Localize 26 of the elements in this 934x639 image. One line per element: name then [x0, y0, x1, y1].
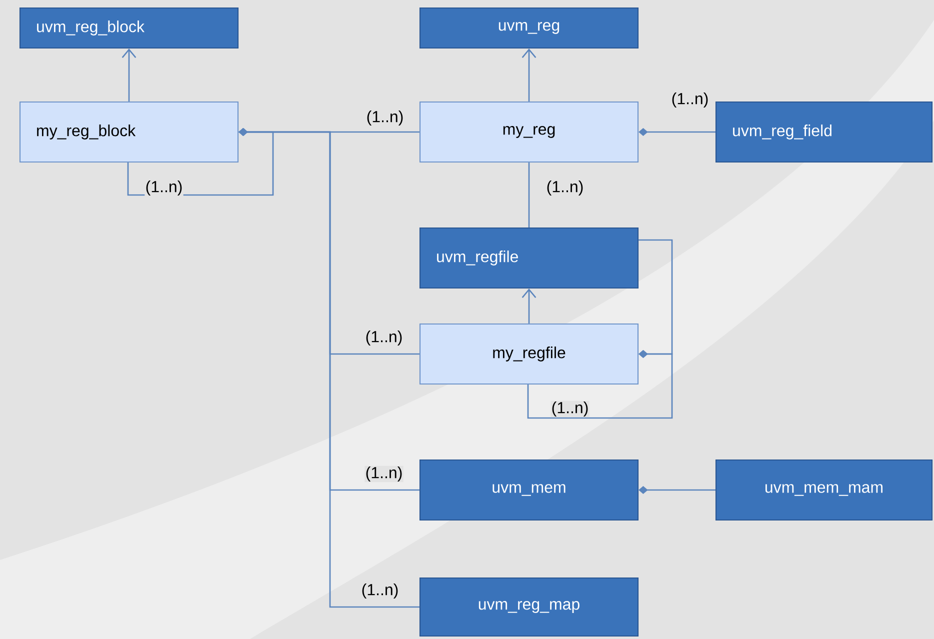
- class-box: my_reg_block: [19, 101, 239, 163]
- connector: [522, 288, 536, 324]
- class-box: uvm_regfile: [419, 227, 639, 289]
- connector: [528, 162, 530, 228]
- class-box: uvm_reg_block: [19, 7, 239, 49]
- edge-label: (1..n): [364, 330, 404, 346]
- connector: [522, 48, 536, 102]
- class-box: uvm_mem_mam: [715, 459, 933, 521]
- class-box: uvm_reg_map: [419, 577, 639, 637]
- edge-label: (1..n): [364, 466, 404, 482]
- class-box: my_regfile: [419, 323, 639, 385]
- edge-label: (1..n): [144, 180, 184, 196]
- edge-label: (1..n): [550, 400, 590, 418]
- edge-label: (1..n): [670, 92, 710, 108]
- connector: [638, 128, 716, 136]
- class-box: uvm_reg: [419, 7, 639, 49]
- edge-label: (1..n): [546, 180, 584, 196]
- class-box: uvm_mem: [419, 459, 639, 521]
- edge-label: (1..n): [360, 582, 400, 600]
- edge-label: (1..n): [366, 110, 404, 126]
- connector: [638, 486, 716, 494]
- connector: [122, 48, 136, 102]
- class-box: uvm_reg_field: [715, 101, 933, 163]
- connector: [527, 350, 673, 419]
- connector: [238, 128, 420, 608]
- class-box: my_reg: [419, 101, 639, 163]
